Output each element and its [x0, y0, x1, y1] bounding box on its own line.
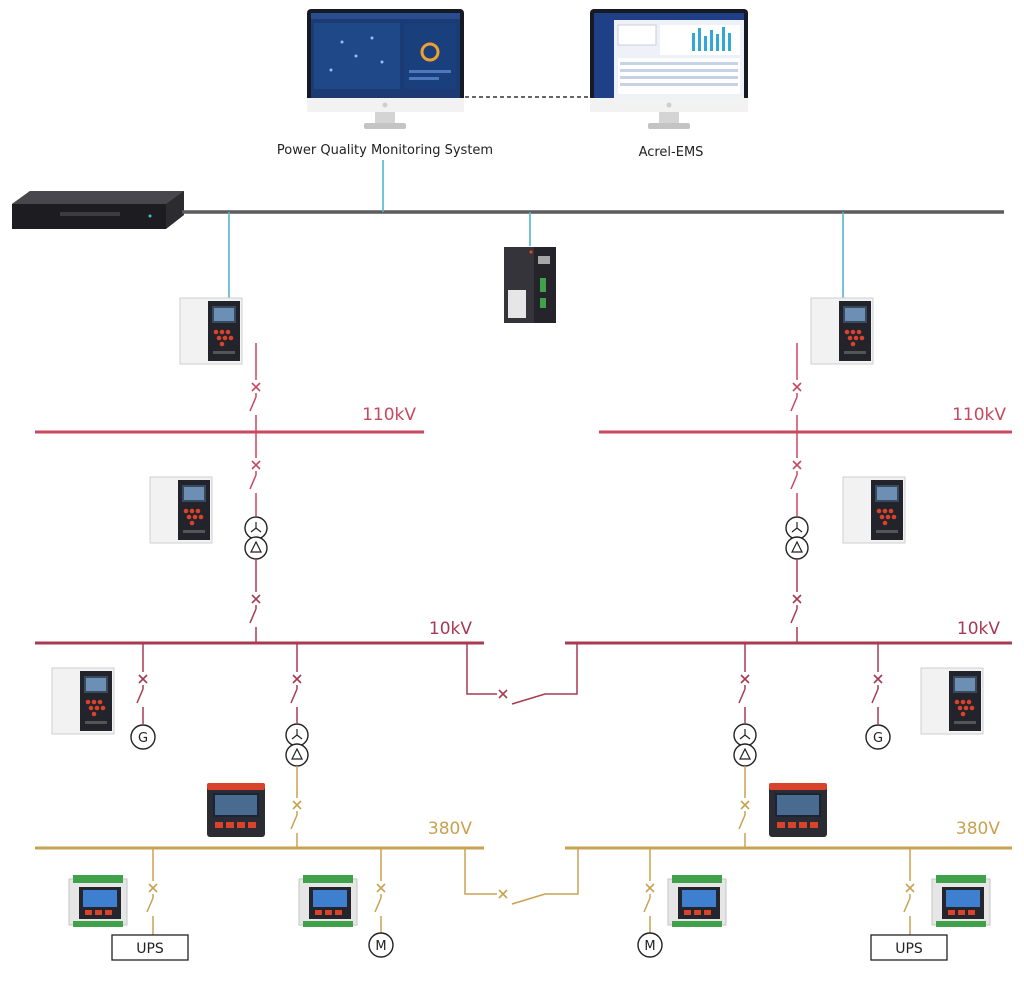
ups-left: UPS [111, 934, 189, 961]
protection-relay-icon [51, 667, 115, 735]
generator-icon [865, 724, 891, 750]
din-rail-meter-icon [68, 874, 128, 928]
protection-relay-icon [149, 476, 213, 544]
generator-left: G [130, 724, 156, 750]
motor-icon [368, 932, 394, 958]
transformer-icon [733, 723, 757, 767]
network-switch-icon [12, 191, 184, 229]
network-switch [12, 191, 184, 229]
hv-section [35, 343, 1012, 516]
gateway-icon [504, 247, 556, 323]
motor-label: M [644, 939, 655, 954]
lv-bus-label-left: 380V [428, 819, 472, 839]
motor-right: M [637, 932, 663, 958]
monitor-acrel-ems: Acrel-EMS [590, 9, 748, 160]
generator-icon [130, 724, 156, 750]
power-quality-system-label: Power Quality Monitoring System [277, 143, 493, 158]
protection-relay-icon [179, 297, 243, 365]
ups-label: UPS [136, 941, 164, 957]
generator-label: G [873, 731, 883, 746]
acrel-ems-label: Acrel-EMS [639, 145, 704, 160]
din-rail-meter-icon [298, 874, 358, 928]
din-rail-meter-icon [931, 874, 991, 928]
breaker-icon [790, 460, 802, 498]
din-rail-meter-icon [667, 874, 727, 928]
breaker-icon [136, 674, 148, 712]
breaker-icon [871, 674, 883, 712]
breaker-icon [290, 674, 302, 712]
breaker-icon [249, 382, 261, 420]
protection-relay-icon [842, 476, 906, 544]
breaker-icon [903, 883, 915, 921]
power-quality-meter-icon [207, 783, 265, 837]
monitor-icon [590, 9, 748, 129]
transformer-icon [285, 723, 309, 767]
gateway [504, 247, 556, 323]
breaker-icon [249, 460, 261, 498]
breaker-icon [643, 883, 655, 921]
protection-relay-icon [920, 667, 984, 735]
breaker-icon [790, 382, 802, 420]
power-quality-meter-icon [769, 783, 827, 837]
motor-label: M [375, 939, 386, 954]
hv-bus-label-left: 110kV [362, 405, 416, 425]
monitor-icon [307, 9, 464, 129]
transformer-icon [244, 516, 268, 560]
breaker-icon [374, 883, 386, 921]
mv-section [35, 559, 1012, 724]
breaker-icon [249, 594, 261, 632]
comm-lines [228, 160, 844, 298]
motor-left: M [368, 932, 394, 958]
mv-bus-label-left: 10kV [429, 619, 472, 639]
ups-label: UPS [895, 941, 923, 957]
transformer-icon [785, 516, 809, 560]
hv-bus-label-right: 110kV [952, 405, 1006, 425]
breaker-icon [290, 800, 302, 838]
protection-relay-icon [810, 297, 874, 365]
motor-icon [637, 932, 663, 958]
breaker-icon [738, 800, 750, 838]
ups-right: UPS [870, 934, 948, 961]
generator-right: G [865, 724, 891, 750]
monitor-power-quality: Power Quality Monitoring System [277, 9, 493, 158]
breaker-icon [738, 674, 750, 712]
lv-section [35, 766, 1012, 935]
generator-label: G [138, 731, 148, 746]
lv-bus-label-right: 380V [956, 819, 1000, 839]
mv-bus-label-right: 10kV [957, 619, 1000, 639]
breaker-icon [146, 883, 158, 921]
breaker-icon [790, 594, 802, 632]
